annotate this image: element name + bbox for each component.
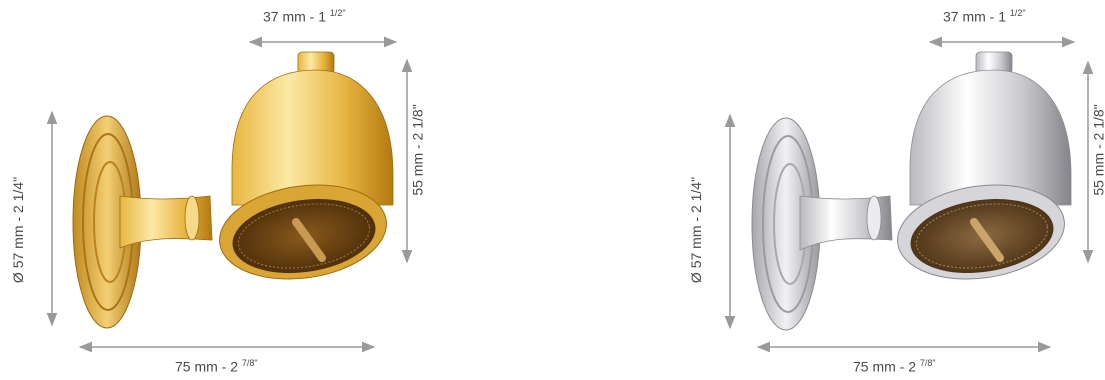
product-panel-chrome: 37 mm - 1 1/2" 55 mm - 2 1/8" Ø 57 mm - …	[678, 0, 1105, 380]
gold-fixture-image	[72, 51, 394, 329]
top-width-label: 37 mm - 1 1/2"	[263, 8, 346, 25]
top-width-label: 37 mm - 1 1/2"	[943, 8, 1026, 25]
depth-label: 75 mm - 2 7/8"	[853, 358, 936, 375]
height-label: 55 mm - 2 1/8"	[409, 104, 426, 196]
plate-diameter-label: Ø 57 mm - 2 1/4"	[10, 176, 27, 284]
depth-label: 75 mm - 2 7/8"	[175, 358, 258, 375]
chrome-fixture-image	[751, 51, 1072, 331]
plate-diameter-label: Ø 57 mm - 2 1/4"	[688, 176, 705, 284]
dimension-arrows	[724, 36, 1094, 353]
dimension-arrows	[46, 36, 413, 353]
product-panel-gold: 37 mm - 1 1/2" 55 mm - 2 1/8" Ø 57 mm - …	[0, 0, 552, 380]
height-label: 55 mm - 2 1/8"	[1090, 104, 1105, 196]
